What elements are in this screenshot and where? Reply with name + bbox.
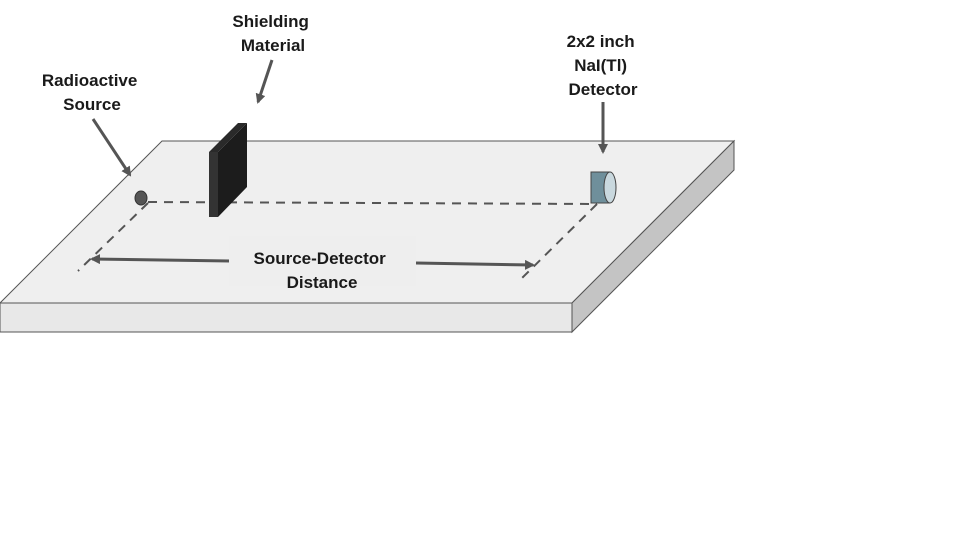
distance-arrow-left: [90, 254, 231, 265]
source-label-line-2: Source: [63, 95, 121, 114]
detector-label: 2x2 inch NaI(Tl) Detector: [567, 32, 640, 99]
source-label: Radioactive Source: [42, 71, 142, 114]
distance-label-line-1: Source-Detector: [254, 249, 387, 268]
shielding-label-line-1: Shielding: [232, 12, 309, 31]
detector-guide-line: [517, 203, 598, 283]
distance-arrow: Source-Detector Distance: [90, 236, 535, 292]
shielding-label-line-2: Material: [241, 36, 305, 55]
shielding-pointer-arrow: [255, 59, 274, 104]
radioactive-source: Radioactive Source: [42, 71, 148, 206]
shielding-material: Shielding Material: [209, 12, 313, 217]
source-guide-line: [77, 202, 149, 272]
detector-label-line-1: 2x2 inch: [567, 32, 635, 51]
shield-side-face: [218, 123, 247, 217]
detector-label-line-2: NaI(Tl): [574, 56, 627, 75]
shield-top-edge: [209, 123, 247, 152]
distance-arrow-right: [415, 259, 535, 270]
distance-label-background: [229, 236, 416, 286]
distance-label-line-2: Distance: [287, 273, 358, 292]
table-slab: [0, 139, 736, 334]
table-front-face: [0, 302, 573, 333]
source-detector-line: [147, 201, 598, 205]
detector-label-line-3: Detector: [569, 80, 638, 99]
shield-front-face: [209, 152, 218, 217]
table-side-face: [571, 139, 735, 334]
source-dot: [134, 190, 148, 206]
detector-face: [603, 171, 617, 204]
shielding-label: Shielding Material: [232, 12, 313, 55]
source-pointer-arrow: [91, 118, 132, 177]
distance-guide-lines: [77, 201, 598, 283]
distance-label: Source-Detector Distance: [254, 249, 391, 292]
source-label-line-1: Radioactive: [42, 71, 137, 90]
nai-detector: 2x2 inch NaI(Tl) Detector: [567, 32, 640, 204]
